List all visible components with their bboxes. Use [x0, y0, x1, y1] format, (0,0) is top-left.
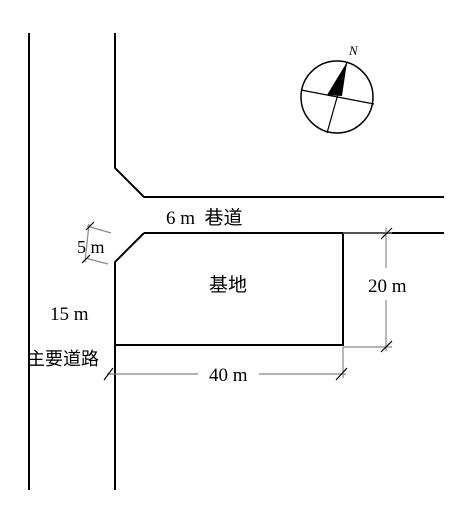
- corner-cut-label: 5 m: [77, 237, 105, 257]
- site-label: 基地: [209, 274, 247, 296]
- site-frontage-label: 40 m: [209, 365, 248, 386]
- main-road-upper-right-edge: [114, 33, 444, 198]
- corner-cut-dimension: [81, 221, 112, 265]
- compass-icon: [300, 60, 375, 134]
- site-depth-dimension: [343, 227, 393, 353]
- road-width-label: 15 m: [50, 304, 89, 325]
- main-road-label: 主要道路: [27, 349, 99, 369]
- site-boundary: [114, 232, 344, 346]
- site-depth-label: 20 m: [368, 276, 407, 297]
- site-frontage-dimension: [103, 347, 348, 381]
- alley-label: 6 m 巷道: [166, 207, 243, 229]
- north-label: N: [348, 43, 359, 58]
